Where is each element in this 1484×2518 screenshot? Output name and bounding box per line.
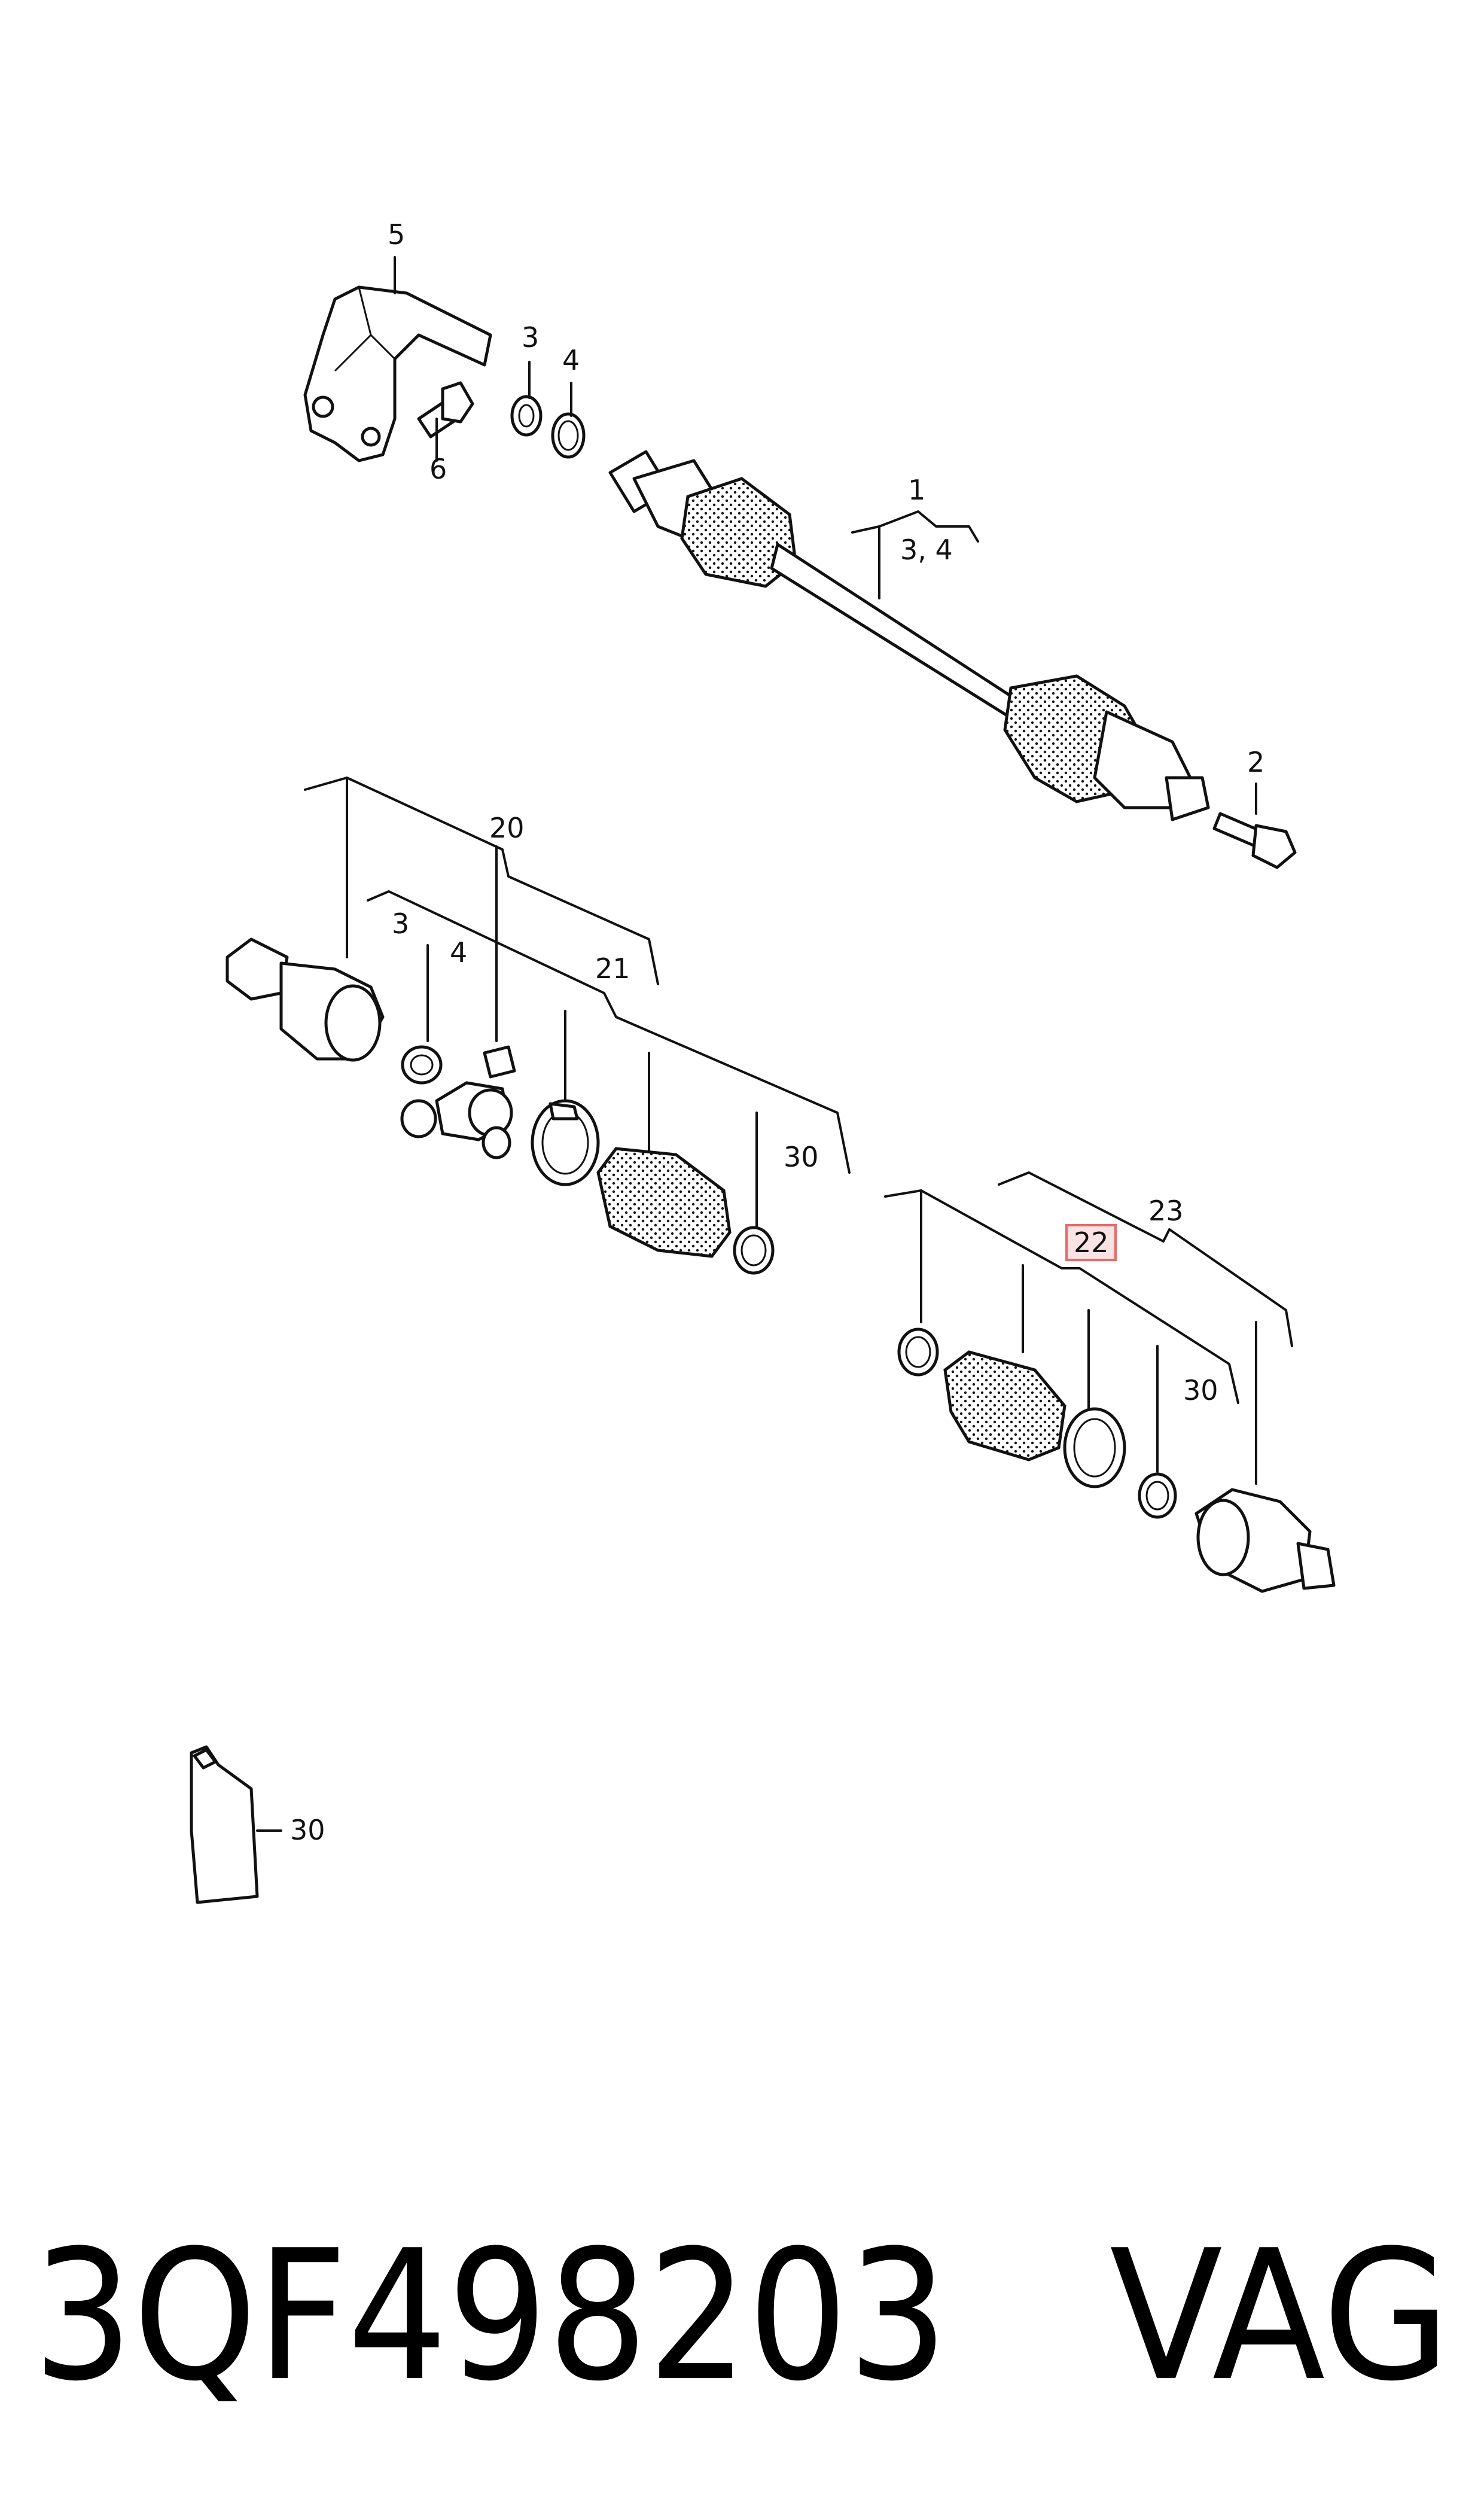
brand-label: VAG bbox=[1110, 2212, 1451, 2420]
tripod-joint-4 bbox=[400, 1045, 516, 1159]
callout-3-mid: 3 bbox=[392, 908, 409, 940]
clamp-large-right bbox=[1063, 1407, 1126, 1488]
heat-shield-bracket bbox=[303, 285, 492, 462]
callout-4-top: 4 bbox=[562, 344, 580, 376]
callout-22: 22 bbox=[1074, 1226, 1109, 1259]
callout-21: 21 bbox=[595, 952, 630, 985]
circlip-3-top bbox=[510, 395, 543, 437]
callout-23: 23 bbox=[1148, 1195, 1184, 1227]
bolt-6 bbox=[417, 381, 474, 439]
ring-4-top bbox=[551, 412, 586, 459]
boot-right bbox=[943, 1350, 1066, 1462]
clamp-small-right bbox=[897, 1327, 939, 1377]
callout-22-highlight bbox=[1065, 1224, 1117, 1261]
callout-3-top: 3 bbox=[522, 321, 539, 354]
part-number: 3QF498203 bbox=[33, 2212, 948, 2420]
callout-1: 1 bbox=[908, 474, 925, 506]
drive-shaft-assembly bbox=[608, 450, 1210, 821]
callout-30-tube: 30 bbox=[290, 1814, 325, 1846]
callout-5: 5 bbox=[388, 218, 405, 251]
callout-6: 6 bbox=[429, 453, 447, 485]
circlip-right bbox=[1138, 1472, 1177, 1519]
callout-30-right: 30 bbox=[1183, 1374, 1218, 1406]
outer-joint-housing bbox=[1194, 1488, 1336, 1593]
callout-4-mid: 4 bbox=[450, 936, 467, 969]
callout-1-sub: 3, 4 bbox=[900, 534, 953, 566]
inner-joint-housing bbox=[226, 937, 385, 1062]
grease-tube bbox=[190, 1745, 259, 1904]
callout-2: 2 bbox=[1247, 746, 1264, 778]
callout-30-left: 30 bbox=[784, 1141, 819, 1173]
callout-20: 20 bbox=[489, 812, 525, 844]
circlip-3-mid bbox=[401, 1045, 443, 1085]
clamp-small-left bbox=[733, 1226, 775, 1275]
clamp-large-left bbox=[531, 1099, 600, 1186]
boot-left bbox=[596, 1147, 732, 1258]
bolt-2 bbox=[1212, 812, 1297, 869]
